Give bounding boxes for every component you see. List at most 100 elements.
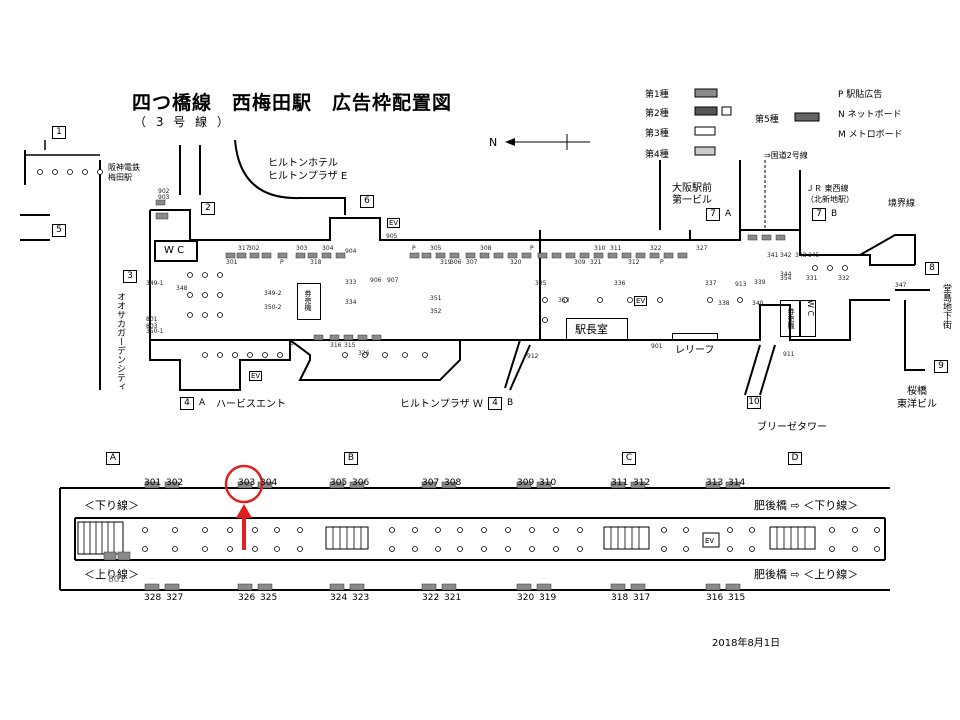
- concourse-ad-label: 310: [594, 245, 606, 252]
- concourse-ad-label: 331: [806, 275, 818, 282]
- concourse-ad-label: 350-1: [146, 328, 164, 335]
- ad-326: 326: [238, 593, 256, 603]
- place-hanshin: 阪神電鉄 梅田駅: [108, 163, 140, 182]
- exit-3: 3: [123, 270, 137, 283]
- platform-ads: [103, 481, 741, 591]
- exit-8: 8: [925, 262, 939, 275]
- place-sakurabashi: 桜橋 東洋ビル: [897, 386, 937, 410]
- concourse-ad-label: 339: [754, 279, 766, 286]
- concourse-ad-label: 352: [430, 308, 442, 315]
- concourse-ad-label: 907: [387, 277, 399, 284]
- ticket-machine-box-left: [297, 283, 321, 320]
- concourse-ad-label: 347: [895, 282, 907, 289]
- ad-315: 315: [728, 593, 746, 603]
- ad-305: 305: [330, 478, 348, 488]
- concourse-ad-label: 903: [158, 194, 170, 201]
- concourse-ad-label: 303: [296, 245, 308, 252]
- wc-label-right: W C: [806, 300, 815, 317]
- relief-label: レリーフ: [675, 345, 715, 356]
- ad-327: 327: [166, 593, 184, 603]
- concourse-ad-label: 338: [718, 300, 730, 307]
- place-breeze: ブリーゼタワー: [757, 422, 827, 433]
- concourse-ad-label: 321: [590, 259, 602, 266]
- legend-swatch-type3: [694, 126, 716, 136]
- ad-309: 309: [517, 478, 535, 488]
- concourse-ad-label: 912: [527, 353, 539, 360]
- ad-322: 322: [422, 593, 440, 603]
- ticket-machine-left: 券売機: [304, 290, 312, 311]
- ad-313: 313: [706, 478, 724, 488]
- station-master-room: [566, 318, 628, 340]
- concourse-ad-label: 913: [735, 281, 747, 288]
- legend-type2: 第2種: [645, 109, 669, 119]
- concourse-ad-label: 301: [226, 259, 238, 266]
- ad-312: 312: [633, 478, 651, 488]
- ad-325: 325: [260, 593, 278, 603]
- exit-10: 10: [747, 396, 761, 409]
- place-hilton-w: ヒルトンプラザ Ｗ: [400, 399, 483, 410]
- ad-310: 310: [539, 478, 557, 488]
- exit-9: 9: [934, 360, 948, 373]
- ev-center: EV: [634, 296, 648, 306]
- compass-north-label: N: [489, 136, 498, 149]
- place-kyokai: 境界線: [888, 199, 916, 209]
- ad-316: 316: [706, 593, 724, 603]
- exit-7a: 7: [706, 208, 720, 221]
- concourse-ad-label: 306: [450, 259, 462, 266]
- concourse-ad-label: 351: [430, 295, 442, 302]
- wc-label: W C: [164, 245, 185, 256]
- exit-6: 6: [360, 195, 374, 208]
- exit-2: 2: [201, 202, 215, 215]
- exit-4: 4: [180, 397, 194, 410]
- exit-4b: 4: [488, 397, 502, 410]
- concourse-ad-label: 316: [330, 342, 342, 349]
- ad-314: 314: [728, 478, 746, 488]
- platform-ad-801: 801: [108, 575, 126, 585]
- concourse-ad-label: 354: [780, 275, 792, 282]
- highlight-arrow: [236, 504, 252, 518]
- exit-7-a: A: [725, 209, 732, 219]
- ad-301: 301: [144, 478, 162, 488]
- concourse-ad-label: 332: [838, 275, 850, 282]
- concourse-ad-label: 312: [628, 259, 640, 266]
- concourse-ad-label: 308: [480, 245, 492, 252]
- concourse-ad-label: 803: [146, 323, 158, 330]
- concourse-ad-label: P: [280, 259, 284, 266]
- place-garden: オオサカガーデンシティ: [115, 292, 125, 391]
- concourse-ad-label: 304: [322, 245, 334, 252]
- concourse-ad-label: 317: [238, 245, 250, 252]
- concourse-ad-label: 344: [780, 271, 792, 278]
- legend-p: P 駅貼広告: [838, 90, 883, 100]
- ad-311: 311: [611, 478, 629, 488]
- legend-swatch-type4: [694, 146, 716, 156]
- exit-1: 1: [52, 126, 66, 139]
- concourse-ad-label: 334: [345, 299, 357, 306]
- concourse-ad-label: 341: [767, 252, 779, 259]
- concourse-ad-label: 315: [344, 342, 356, 349]
- concourse-ad-label: 340: [752, 300, 764, 307]
- concourse-ad-label: 319: [440, 259, 452, 266]
- date-label: 2018年8月1日: [712, 638, 781, 649]
- concourse-ad-label: P: [412, 245, 416, 252]
- concourse-ad-label: 906: [370, 277, 382, 284]
- ad-306: 306: [352, 478, 370, 488]
- concourse-ad-label: 904: [345, 248, 357, 255]
- concourse-ad-label: 305: [430, 245, 442, 252]
- concourse-ad-label: P: [530, 245, 534, 252]
- concourse-columns: [37, 169, 848, 358]
- relief-box: [672, 333, 718, 341]
- ad-321: 321: [444, 593, 462, 603]
- exit-7b: 7: [812, 208, 826, 221]
- concourse-ad-label: 336: [614, 280, 626, 287]
- concourse-ad-label: 349-1: [146, 280, 164, 287]
- place-herbis: ハービスエント: [216, 399, 286, 410]
- svg-text:EV: EV: [705, 537, 714, 545]
- platform-section-c: C: [622, 452, 636, 465]
- ad-307: 307: [422, 478, 440, 488]
- legend-type3: 第3種: [645, 129, 669, 139]
- legend-swatch-type2b: [721, 106, 732, 116]
- ad-319: 319: [539, 593, 557, 603]
- legend-type1: 第1種: [645, 90, 669, 100]
- concourse-ad-label: P: [660, 259, 664, 266]
